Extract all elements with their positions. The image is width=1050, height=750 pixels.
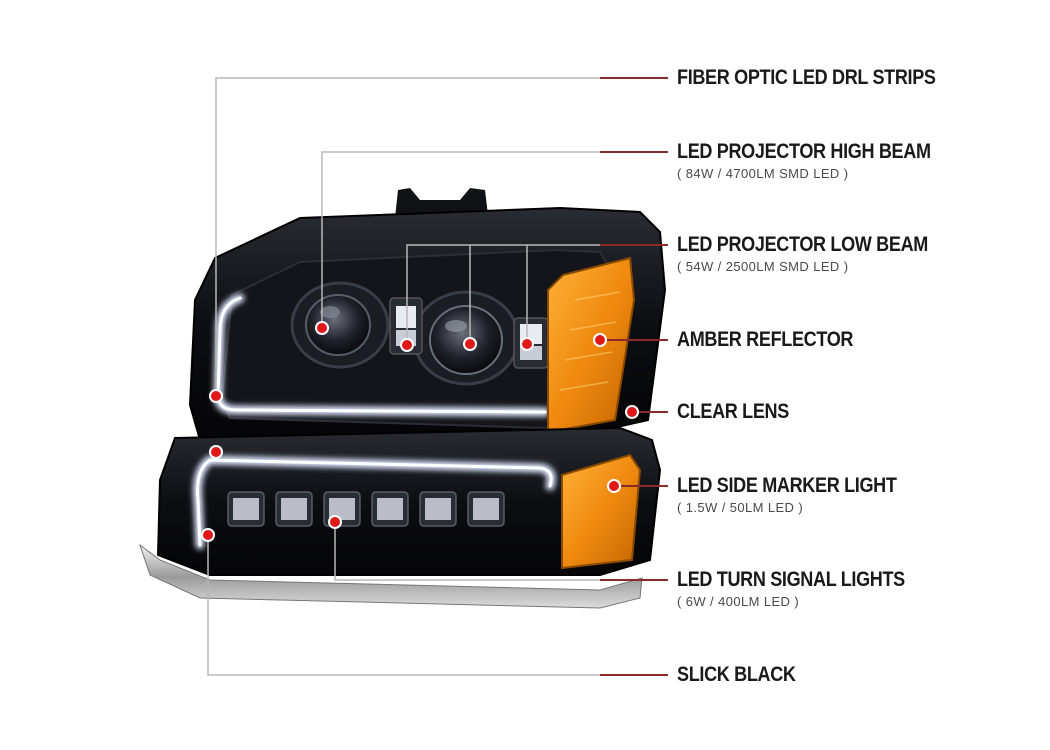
- marker-dot-low-beam-right: [520, 337, 534, 351]
- callout-turn-signal-detail: ( 6W / 400LM LED ): [677, 594, 800, 609]
- leader-line-low-beam: [406, 244, 668, 345]
- marker-dot-low-beam-center: [463, 337, 477, 351]
- side-marker-amber-lens: [561, 453, 642, 570]
- marker-dot-amber-reflector: [593, 333, 607, 347]
- marker-dot-low-beam-left: [400, 338, 414, 352]
- callout-low-beam: LED PROJECTOR LOW BEAM ( 54W / 2500LM SM…: [677, 233, 969, 275]
- turn-signal-led-element: [425, 498, 451, 520]
- high-beam-projector: [290, 281, 390, 369]
- marker-dot-high-beam: [315, 321, 329, 335]
- marker-dot-fiber-optic-lower: [209, 445, 223, 459]
- marker-dots: [201, 321, 639, 542]
- upper-headlight-housing: [188, 188, 667, 441]
- low-beam-projector: [412, 290, 520, 386]
- callout-side-marker-detail: ( 1.5W / 50LM LED ): [677, 500, 804, 515]
- callout-clear-lens: CLEAR LENS: [677, 400, 807, 424]
- callout-high-beam-detail: ( 84W / 4700LM SMD LED ): [677, 166, 849, 181]
- callout-slick-black-label: SLICK BLACK: [677, 663, 796, 686]
- turn-signal-led-element: [233, 498, 259, 520]
- leader-line-turn-signal: [334, 522, 668, 581]
- callout-side-marker-label: LED SIDE MARKER LIGHT: [677, 474, 897, 497]
- callout-fiber-optic: FIBER OPTIC LED DRL STRIPS: [677, 66, 978, 90]
- callout-side-marker: LED SIDE MARKER LIGHT ( 1.5W / 50LM LED …: [677, 474, 932, 516]
- leader-line-high-beam: [321, 151, 668, 328]
- turn-signal-led-element: [281, 498, 307, 520]
- marker-dot-side-marker: [607, 479, 621, 493]
- turn-signal-led-element: [473, 498, 499, 520]
- callout-clear-lens-label: CLEAR LENS: [677, 400, 789, 423]
- low-beam-led-module-left: [389, 297, 423, 355]
- callout-turn-signal: LED TURN SIGNAL LIGHTS ( 6W / 400LM LED …: [677, 568, 942, 610]
- leader-line-slick-black: [207, 535, 668, 676]
- callout-turn-signal-label: LED TURN SIGNAL LIGHTS: [677, 568, 905, 591]
- callout-high-beam: LED PROJECTOR HIGH BEAM ( 84W / 4700LM S…: [677, 140, 972, 182]
- callout-low-beam-detail: ( 54W / 2500LM SMD LED ): [677, 259, 849, 274]
- callout-low-beam-label: LED PROJECTOR LOW BEAM: [677, 233, 928, 256]
- callout-fiber-optic-label: FIBER OPTIC LED DRL STRIPS: [677, 66, 936, 89]
- lower-drl-core: [196, 458, 553, 547]
- callout-amber-reflector-label: AMBER REFLECTOR: [677, 328, 854, 351]
- mounting-bracket: [395, 188, 488, 218]
- leader-line-fiber-optic: [215, 77, 668, 395]
- callout-slick-black: SLICK BLACK: [677, 663, 815, 687]
- turn-signal-led-pods: [227, 491, 505, 527]
- callout-high-beam-label: LED PROJECTOR HIGH BEAM: [677, 140, 931, 163]
- marker-dot-clear-lens: [625, 405, 639, 419]
- leader-lines: [207, 77, 668, 676]
- chrome-trim: [139, 543, 643, 609]
- callout-amber-reflector: AMBER REFLECTOR: [677, 328, 882, 352]
- turn-signal-led-element: [329, 498, 355, 520]
- marker-dot-slick-black: [201, 528, 215, 542]
- turn-signal-led-element: [377, 498, 403, 520]
- marker-dot-turn-signal: [328, 515, 342, 529]
- lower-bumper-light: [139, 426, 662, 609]
- marker-dot-fiber-optic: [209, 389, 223, 403]
